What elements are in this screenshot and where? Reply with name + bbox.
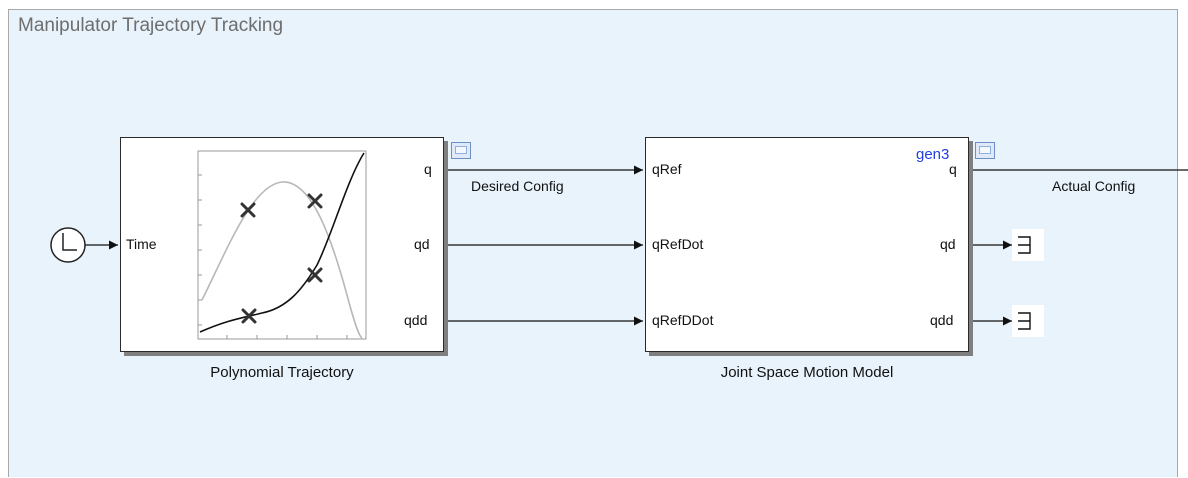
signal-viewer-icon[interactable] <box>975 142 995 159</box>
terminator-icon <box>1018 312 1031 330</box>
port-qref-label: qRef <box>652 161 682 177</box>
terminator-block[interactable] <box>1012 229 1044 261</box>
port-out-qdd-label: qdd <box>930 312 954 328</box>
motion-block-name: Joint Space Motion Model <box>720 364 894 381</box>
polynomial-block-name: Polynomial Trajectory <box>210 364 354 381</box>
port-qrefdot-label: qRefDot <box>652 236 704 252</box>
clock-icon[interactable] <box>50 227 86 263</box>
port-qdd-label: qdd <box>404 312 428 328</box>
terminator-icon <box>1018 236 1031 254</box>
terminator-block[interactable] <box>1012 305 1044 337</box>
port-out-qd-label: qd <box>940 236 956 252</box>
port-qd-label: qd <box>414 236 430 252</box>
port-q-label: q <box>424 161 432 177</box>
port-out-q-label: q <box>949 161 957 177</box>
signal-viewer-icon[interactable] <box>451 142 471 159</box>
robot-name-label: gen3 <box>916 146 950 163</box>
actual-config-label: Actual Config <box>1052 178 1136 194</box>
port-qrefddot-label: qRefDDot <box>652 312 714 328</box>
desired-config-label: Desired Config <box>471 178 564 194</box>
joint-space-motion-model-block[interactable] <box>645 137 969 352</box>
area-title: Manipulator Trajectory Tracking <box>18 15 284 36</box>
port-time-label: Time <box>126 236 157 252</box>
trajectory-plot-icon <box>197 150 367 340</box>
